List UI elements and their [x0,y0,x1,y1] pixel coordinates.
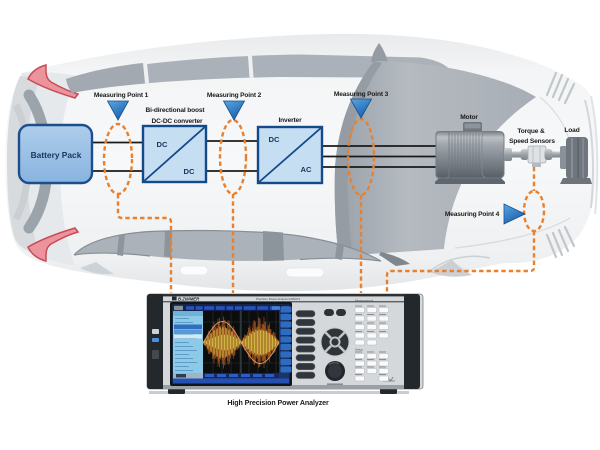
svg-text:Measuring Point 3: Measuring Point 3 [334,91,389,98]
svg-text:Setup: Setup [355,348,363,352]
svg-text:Speed Sensors: Speed Sensors [509,138,555,145]
svg-text:Measuring Point 2: Measuring Point 2 [207,92,262,99]
svg-text:High Precision Power Analyzer: High Precision Power Analyzer [227,399,329,407]
svg-text:Bi-directional boost: Bi-directional boost [146,107,206,114]
svg-text:Torque &: Torque & [517,128,545,135]
svg-text:DC: DC [157,140,168,149]
svg-text:Battery Pack: Battery Pack [31,150,82,160]
svg-text:DC: DC [269,135,280,144]
svg-text:AC: AC [301,165,312,174]
svg-text:Measurement: Measurement [355,299,374,303]
svg-text:Load: Load [564,127,579,134]
svg-text:Precision Power Analyzer: Precision Power Analyzer [256,297,289,301]
svg-text:LMG671: LMG671 [289,297,300,301]
svg-text:DC-DC converter: DC-DC converter [152,118,203,125]
svg-text:B.ZIMMER: B.ZIMMER [178,296,200,301]
svg-text:DC: DC [184,167,195,176]
svg-text:Measuring Point 4: Measuring Point 4 [445,211,500,218]
svg-text:Inverter: Inverter [279,117,303,124]
svg-text:Motor: Motor [460,114,478,121]
svg-text:Measuring Point 1: Measuring Point 1 [94,92,149,99]
